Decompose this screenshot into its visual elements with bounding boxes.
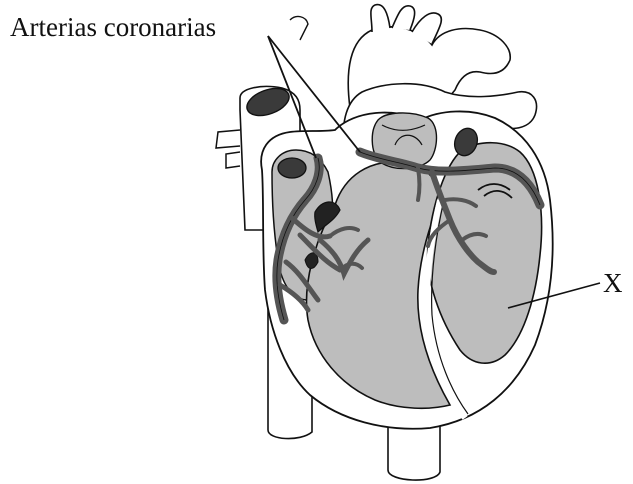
left-vessel-stub-lower [226, 152, 240, 168]
upper-vessel-tip [290, 17, 308, 40]
brachiocephalic-branch [371, 5, 390, 32]
x-label: X [603, 270, 623, 297]
coronary-arteries-label: Arterias coronarias [10, 14, 216, 41]
atrium-vessel-opening [278, 158, 306, 178]
left-vessel-stub-upper [216, 130, 240, 148]
carotid-branch [392, 6, 415, 30]
